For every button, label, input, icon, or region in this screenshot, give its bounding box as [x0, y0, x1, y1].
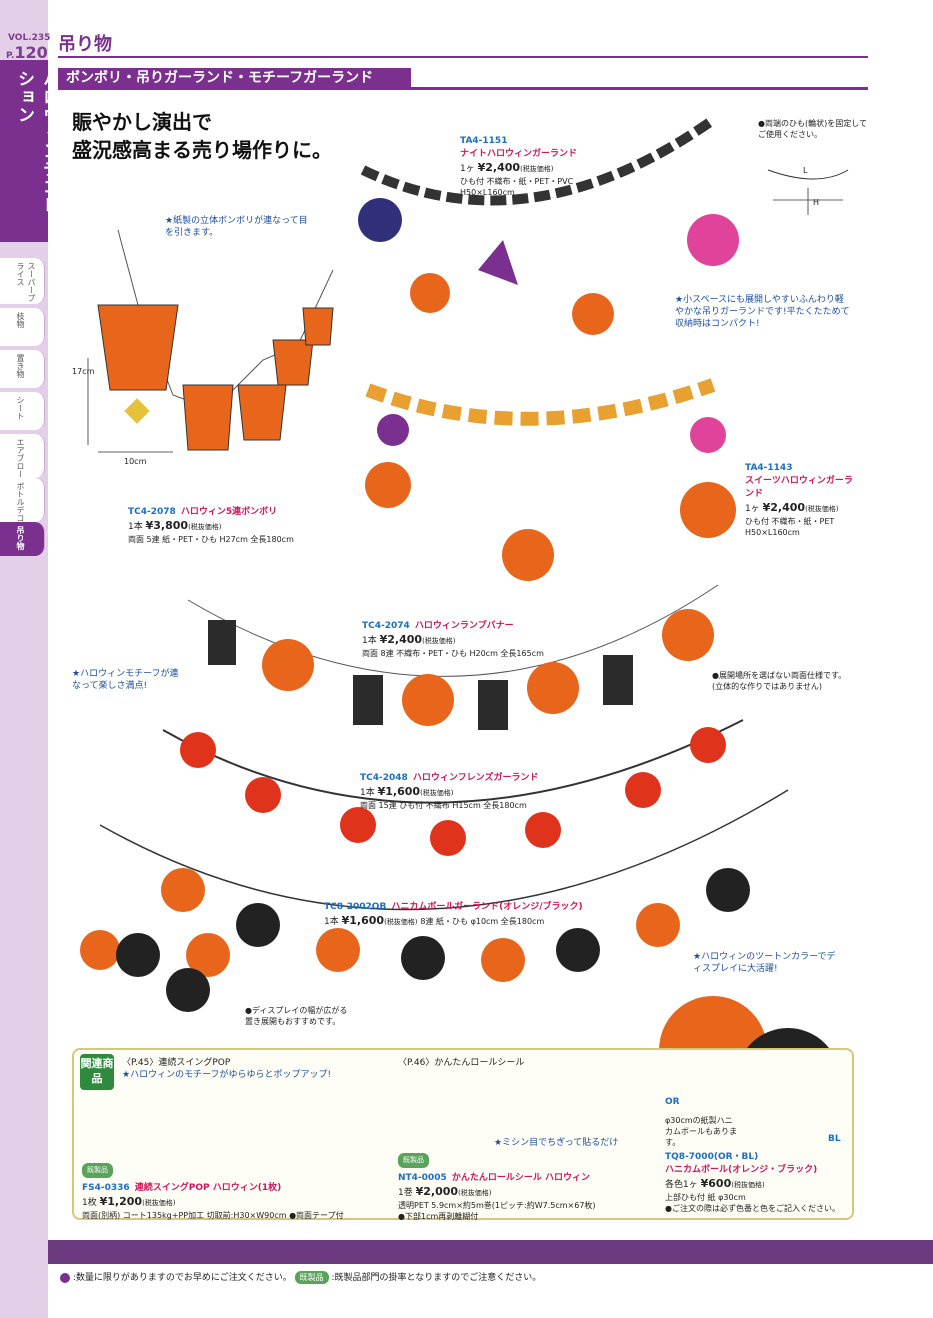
- lamp-banner-illustration: [187, 584, 719, 730]
- page-number: P.120: [6, 43, 48, 62]
- kiseihin-badge: 既製品: [82, 1163, 113, 1178]
- section-divider: [58, 87, 868, 90]
- night-garland-illustration: [358, 115, 739, 335]
- note-double-sided: ●展開場所を選ばない両面仕様です。(立体的な作りではありません): [712, 671, 847, 691]
- sidebar-tab-hanging[interactable]: 吊り物: [0, 522, 45, 556]
- sidebar-tab-super-price[interactable]: スーパープライス: [0, 258, 45, 304]
- sidebar-tab-sheet[interactable]: シート: [0, 392, 45, 430]
- product-TA4-1143[interactable]: TA4-1143 スイーツハロウィンガーランド 1ヶ ¥2,400(税抜価格) …: [745, 463, 853, 537]
- sweets-garland-illustration: [365, 378, 736, 581]
- dim-width: 10cm: [124, 457, 147, 466]
- honeycomb-garland-illustration: [80, 789, 789, 1012]
- sidebar-tab-branches[interactable]: 枝物: [0, 308, 45, 346]
- related-right-note: φ30cmの紙製ハニカムボールもあります。: [665, 1116, 737, 1147]
- bonbori-illustration: [87, 229, 334, 453]
- sidebar-tab-ornaments[interactable]: 置き物: [0, 350, 45, 388]
- product-TC4-2074[interactable]: TC4-2074 ハロウィンランプバナー 1本 ¥2,400(税抜価格) 両面 …: [362, 621, 544, 658]
- note-small-space: ★小スペースにも展開しやすいふんわり軽やかな吊りガーランドです!平たくたためて収…: [675, 295, 850, 329]
- related-TQ8-7000[interactable]: TQ8-7000(OR・BL) ハニカムボール(オレンジ・ブラック) 各色1ヶ …: [665, 1152, 840, 1213]
- related-mid-note: ★ミシン目でちぎって貼るだけ: [494, 1138, 619, 1148]
- color-or-label: OR: [665, 1097, 680, 1107]
- product-TC4-2048[interactable]: TC4-2048 ハロウィンフレンズガーランド 1本 ¥1,600(税抜価格) …: [360, 773, 539, 810]
- kiseihin-badge: 既製品: [294, 1271, 329, 1284]
- dim-L: L: [803, 166, 808, 175]
- related-products-box: [72, 1048, 854, 1220]
- section-title: ボンボリ・吊りガーランド・モチーフガーランド: [58, 68, 411, 88]
- note-motif: ★ハロウィンモチーフが連なって楽しさ満点!: [72, 669, 179, 691]
- note-hanging-string: ●両端のひも(輪状)を固定してご使用ください。: [758, 119, 867, 139]
- product-TC4-2078[interactable]: TC4-2078 ハロウィン5連ボンボリ 1本 ¥3,800(税抜価格) 両面 …: [128, 507, 294, 544]
- note-wide-display: ●ディスプレイの幅が広がる置き展開もおすすめです。: [245, 1006, 348, 1026]
- sidebar-tab-air-blow[interactable]: エアブロー: [0, 434, 45, 478]
- decorative-band: [48, 1240, 933, 1264]
- limited-quantity-icon: [60, 1272, 70, 1283]
- sidebar-main-category[interactable]: ハロウィンデコレーション: [0, 60, 59, 242]
- hanging-string-diagram: [767, 169, 849, 215]
- sidebar-tab-bottle-deco[interactable]: ボトルデコ: [0, 478, 45, 522]
- product-TA4-1151[interactable]: TA4-1151 ナイトハロウィンガーランド 1ヶ ¥2,400(税抜価格) ひ…: [460, 136, 578, 197]
- related-badge: 関連商品: [80, 1054, 114, 1090]
- header-divider: [58, 56, 868, 58]
- kiseihin-badge: 既製品: [398, 1153, 429, 1168]
- dim-H: H: [813, 198, 820, 207]
- related-NT4-0005[interactable]: 既製品 NT4-0005 かんたんロールシール ハロウィン 1巻 ¥2,000(…: [398, 1150, 648, 1222]
- related-left[interactable]: 〈P.45〉連続スイングPOP ★ハロウィンのモチーフがゆらゆらとポップアップ!: [122, 1058, 332, 1080]
- catch-copy: 賑やかし演出で 盛況感高まる売り場作りに。: [72, 110, 332, 162]
- related-FS4-0336[interactable]: 既製品 FS4-0336 連続スイングPOP ハロウィン(1枚) 1枚 ¥1,2…: [82, 1160, 382, 1221]
- note-paper-bonbori: ★紙製の立体ボンボリが連なって目を引きます。: [165, 216, 308, 238]
- note-two-tone: ★ハロウィンのツートンカラーでディスプレイに大活躍!: [693, 952, 836, 974]
- related-mid-ref[interactable]: 〈P.46〉かんたんロールシール: [398, 1058, 525, 1068]
- volume-label: VOL.235: [8, 33, 51, 43]
- friends-garland-illustration: [162, 719, 744, 856]
- footer-notes: :数量に限りがありますのでお早めにご注文ください。 既製品 :既製品部門の掛率と…: [60, 1270, 541, 1284]
- dim-height: 17cm: [72, 367, 95, 376]
- color-bl-label: BL: [828, 1134, 841, 1144]
- page-title: 吊り物: [58, 34, 112, 55]
- product-TC8-2002OB[interactable]: TC8-2002OB ハニカムボールガーランド(オレンジ/ブラック) 1本 ¥1…: [324, 902, 583, 927]
